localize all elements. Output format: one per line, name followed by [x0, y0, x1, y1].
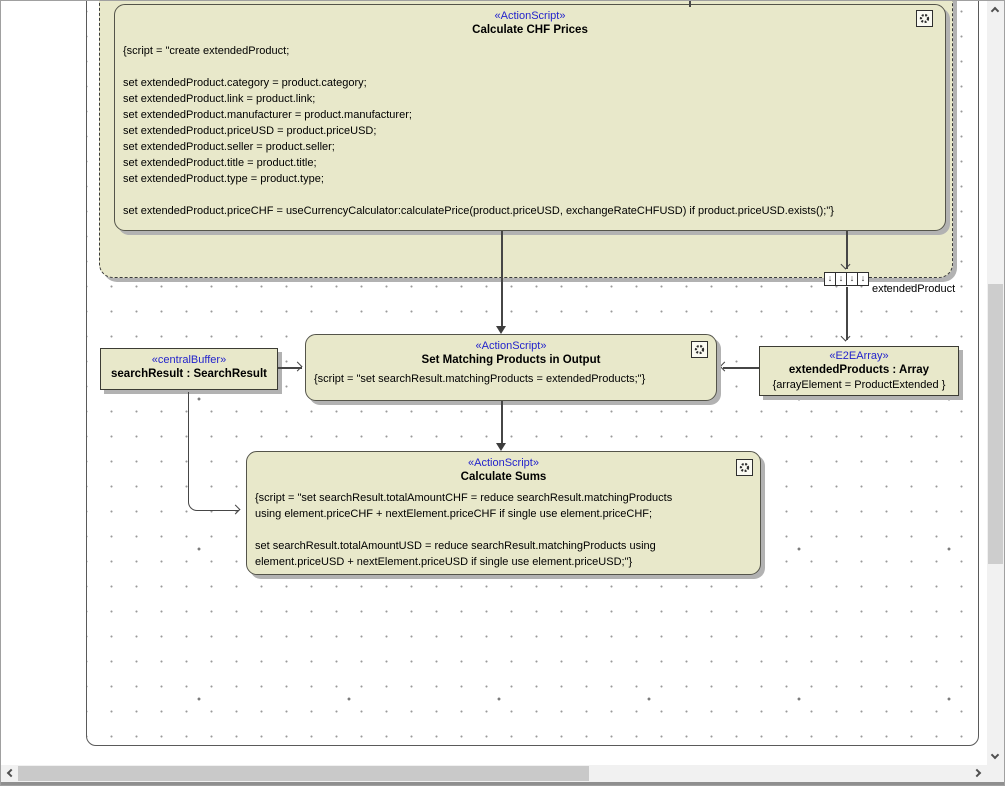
- vertical-scrollbar[interactable]: [987, 1, 1004, 765]
- stereotype-label: «ActionScript»: [468, 457, 539, 469]
- action-set-matching-products[interactable]: «ActionScript» Set Matching Products in …: [305, 334, 717, 401]
- chevron-right-icon: [972, 768, 982, 778]
- vertical-scrollbar-thumb[interactable]: [988, 284, 1003, 564]
- stereotype-label: «ActionScript»: [494, 10, 566, 22]
- expansion-cell-arrow-icon: ↓: [847, 273, 858, 285]
- expansion-cell-arrow-icon: ↓: [836, 273, 847, 285]
- edge-chf-to-matching[interactable]: [501, 231, 503, 328]
- chevron-down-icon: [990, 750, 1000, 760]
- scroll-up-button[interactable]: [987, 1, 1004, 18]
- chevron-left-icon: [6, 768, 16, 778]
- edge-array-to-matching[interactable]: [723, 367, 759, 369]
- central-buffer-search-result[interactable]: «centralBuffer» searchResult : SearchRes…: [100, 348, 278, 390]
- action-gear-icon: [691, 341, 708, 358]
- expansion-cell-arrow-icon: ↓: [860, 273, 866, 283]
- action-gear-icon: [736, 459, 753, 476]
- window-bottom-edge: [1, 782, 1004, 785]
- horizontal-scrollbar-thumb[interactable]: [18, 766, 589, 781]
- action-title: Set Matching Products in Output: [421, 354, 601, 366]
- scroll-down-button[interactable]: [987, 748, 1004, 765]
- scrollbar-corner: [987, 765, 1004, 782]
- edge-stub: [689, 1, 691, 7]
- action-calculate-chf-prices[interactable]: «ActionScript» Calculate CHF Prices {scr…: [114, 4, 946, 231]
- action-gear-icon: [916, 10, 933, 27]
- horizontal-scrollbar[interactable]: [1, 765, 987, 782]
- scroll-left-button[interactable]: [1, 765, 18, 782]
- object-node-extended-products[interactable]: «E2EArray» extendedProducts : Array {arr…: [759, 346, 959, 396]
- edge-buffer-to-sums[interactable]: [188, 392, 239, 511]
- action-title: Calculate CHF Prices: [472, 24, 588, 36]
- edge-to-expansion-node[interactable]: [846, 231, 848, 269]
- action-calculate-sums[interactable]: «ActionScript» Calculate Sums {script = …: [246, 451, 761, 575]
- scroll-right-button[interactable]: [970, 765, 987, 782]
- edge-to-array-node[interactable]: [846, 287, 848, 340]
- expansion-node[interactable]: ↓ ↓ ↓ ↓: [824, 272, 869, 286]
- arrowhead-filled-down-icon: [496, 443, 506, 451]
- edge-buffer-to-matching[interactable]: [278, 367, 302, 369]
- buffer-node-name: searchResult : SearchResult: [111, 368, 267, 380]
- arrowhead-filled-down-icon: [496, 326, 506, 334]
- chevron-up-icon: [990, 6, 1000, 16]
- action-script-text: {script = "set searchResult.matchingProd…: [314, 373, 646, 385]
- stereotype-label: «E2EArray»: [829, 350, 889, 362]
- action-script-text: {script = "create extendedProduct; set e…: [123, 45, 834, 217]
- object-node-constraint: {arrayElement = ProductExtended }: [772, 379, 946, 391]
- stereotype-label: «ActionScript»: [475, 340, 547, 352]
- action-script-text: {script = "set searchResult.totalAmountC…: [255, 492, 673, 568]
- object-node-name: extendedProducts : Array: [788, 364, 930, 376]
- expansion-cell-arrow-icon: ↓: [825, 273, 836, 285]
- stereotype-label: «centralBuffer»: [151, 354, 227, 366]
- expansion-node-label: extendedProduct: [872, 283, 956, 295]
- edge-matching-to-sums[interactable]: [501, 401, 503, 445]
- action-title: Calculate Sums: [460, 471, 547, 483]
